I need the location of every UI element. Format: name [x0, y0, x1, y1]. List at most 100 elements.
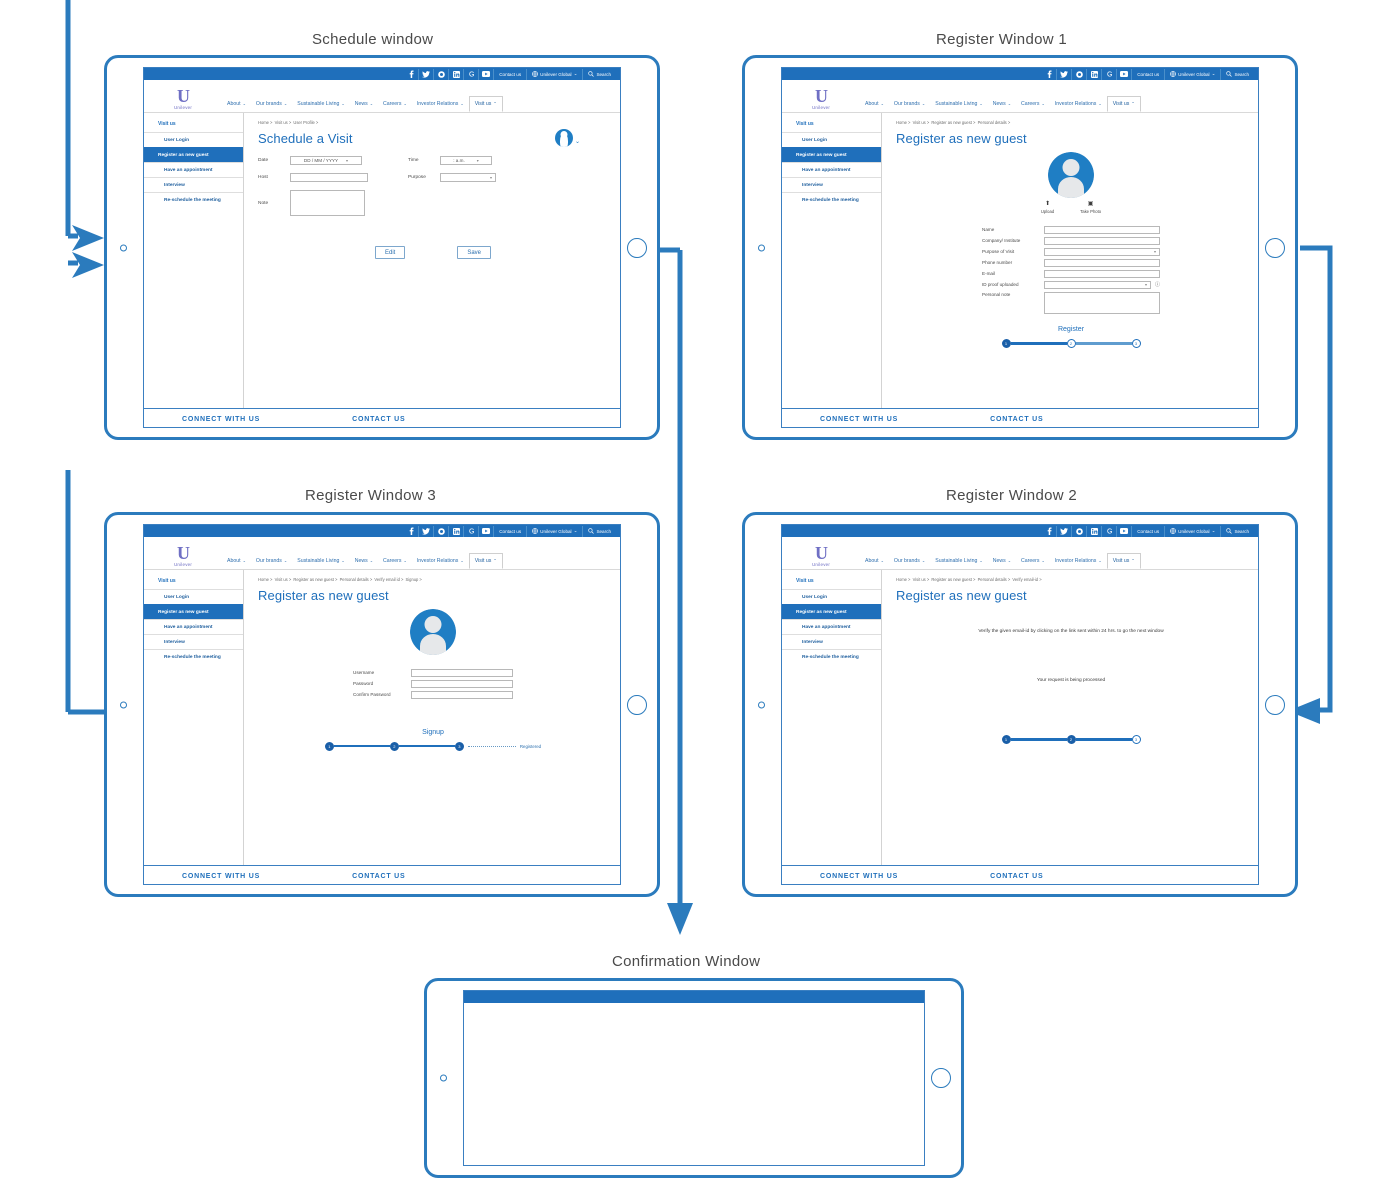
breadcrumb-verify-email-id[interactable]: Verify email-id >: [1012, 577, 1042, 582]
footer-connect-with-us[interactable]: CONNECT WITH US: [820, 872, 899, 880]
glassdoor-icon[interactable]: G: [464, 525, 480, 537]
nav-item-news[interactable]: News⌄: [988, 554, 1016, 568]
search-link[interactable]: Search: [1221, 526, 1254, 537]
nav-item-about[interactable]: About⌄: [222, 554, 251, 568]
step-3[interactable]: 3: [454, 741, 464, 751]
sidebar-item-have-an-appointment[interactable]: Have an appointment: [144, 162, 243, 177]
nav-item-visit-us[interactable]: Visit us⌃: [1106, 96, 1141, 112]
nav-item-investor-relations[interactable]: Investor Relations⌄: [1050, 97, 1107, 111]
breadcrumb-visit-us[interactable]: Visit us >: [274, 120, 292, 125]
nav-item-news[interactable]: News⌄: [350, 97, 378, 111]
nav-item-our-brands[interactable]: Our brands⌄: [889, 97, 930, 111]
region-selector[interactable]: Unilever Global ⌄: [527, 68, 584, 80]
breadcrumb-home[interactable]: Home >: [896, 120, 911, 125]
sidebar-item-have-an-appointment[interactable]: Have an appointment: [782, 162, 881, 177]
search-link[interactable]: Search: [583, 526, 616, 537]
region-selector[interactable]: Unilever Global ⌄: [527, 525, 584, 537]
save-button[interactable]: Save: [457, 246, 492, 259]
instagram-icon[interactable]: [434, 525, 450, 537]
contact-us-link[interactable]: Contact us: [494, 525, 528, 537]
password-input[interactable]: [411, 680, 513, 688]
instagram-icon[interactable]: [1072, 525, 1088, 537]
footer-contact-us[interactable]: CONTACT US: [352, 872, 406, 880]
nav-item-careers[interactable]: Careers⌄: [378, 97, 412, 111]
sidebar-item-re-schedule-the-meeting[interactable]: Re-schedule the meeting: [782, 192, 881, 207]
nav-item-investor-relations[interactable]: Investor Relations⌄: [1050, 554, 1107, 568]
camera-button[interactable]: [931, 1068, 951, 1088]
breadcrumb-user-profile[interactable]: User Profile >: [293, 120, 319, 125]
time-input[interactable]: : a.m. ▾: [440, 156, 492, 165]
breadcrumb-home[interactable]: Home >: [896, 577, 911, 582]
personal-note-textarea[interactable]: [1044, 292, 1160, 314]
twitter-icon[interactable]: [419, 525, 435, 537]
contact-us-link[interactable]: Contact us: [1132, 68, 1166, 80]
sidebar-item-user-login[interactable]: User Login: [782, 589, 881, 604]
linkedin-icon[interactable]: [1087, 68, 1103, 80]
sidebar-item-register-as-new-guest[interactable]: Register as new guest: [144, 604, 243, 619]
take-photo-button[interactable]: ▣ Take Photo: [1080, 201, 1101, 214]
nav-item-about[interactable]: About⌄: [860, 554, 889, 568]
youtube-icon[interactable]: [479, 68, 495, 80]
glassdoor-icon[interactable]: G: [1102, 525, 1118, 537]
camera-button[interactable]: [627, 694, 647, 715]
search-link[interactable]: Search: [583, 69, 616, 80]
breadcrumb-register-as-new-guest[interactable]: Register as new guest >: [293, 577, 338, 582]
sidebar-item-user-login[interactable]: User Login: [144, 132, 243, 147]
nav-item-sustainable-living[interactable]: Sustainable Living⌄: [292, 97, 349, 111]
facebook-icon[interactable]: [404, 68, 420, 80]
nav-item-careers[interactable]: Careers⌄: [378, 554, 412, 568]
sidebar-item-interview[interactable]: Interview: [782, 177, 881, 192]
unilever-logo[interactable]: U Unilever: [144, 544, 222, 569]
camera-button[interactable]: [1265, 694, 1285, 715]
home-button[interactable]: [120, 701, 127, 708]
name-input[interactable]: [1044, 226, 1160, 234]
sidebar-item-register-as-new-guest[interactable]: Register as new guest: [782, 147, 881, 162]
nav-item-visit-us[interactable]: Visit us⌃: [468, 96, 503, 112]
home-button[interactable]: [440, 1074, 447, 1082]
glassdoor-icon[interactable]: G: [464, 68, 480, 80]
footer-contact-us[interactable]: CONTACT US: [990, 872, 1044, 880]
breadcrumb-register-as-new-guest[interactable]: Register as new guest >: [931, 577, 976, 582]
nav-item-visit-us[interactable]: Visit us⌃: [1106, 553, 1141, 569]
home-button[interactable]: [120, 244, 127, 251]
breadcrumb-personal-details[interactable]: Personal details >: [977, 120, 1011, 125]
breadcrumb-register-as-new-guest[interactable]: Register as new guest >: [931, 120, 976, 125]
host-input[interactable]: [290, 173, 368, 182]
breadcrumb-visit-us[interactable]: Visit us >: [912, 120, 930, 125]
id-proof-select[interactable]: ▾: [1044, 281, 1151, 289]
nav-item-about[interactable]: About⌄: [222, 97, 251, 111]
breadcrumb-personal-details[interactable]: Personal details >: [339, 577, 373, 582]
note-textarea[interactable]: [290, 190, 365, 216]
breadcrumb-visit-us[interactable]: Visit us >: [912, 577, 930, 582]
purpose-of-visit-select[interactable]: ▾: [1044, 248, 1160, 256]
breadcrumb-personal-details[interactable]: Personal details >: [977, 577, 1011, 582]
step-2[interactable]: 2: [389, 741, 399, 751]
sidebar-item-interview[interactable]: Interview: [144, 634, 243, 649]
username-input[interactable]: [411, 669, 513, 677]
nav-item-investor-relations[interactable]: Investor Relations⌄: [412, 554, 469, 568]
facebook-icon[interactable]: [404, 525, 420, 537]
nav-item-visit-us[interactable]: Visit us⌃: [468, 553, 503, 569]
nav-item-sustainable-living[interactable]: Sustainable Living⌄: [930, 97, 987, 111]
sidebar-item-user-login[interactable]: User Login: [144, 589, 243, 604]
youtube-icon[interactable]: [1117, 525, 1133, 537]
nav-item-careers[interactable]: Careers⌄: [1016, 97, 1050, 111]
contact-us-link[interactable]: Contact us: [494, 68, 528, 80]
twitter-icon[interactable]: [1057, 68, 1073, 80]
unilever-logo[interactable]: U Unilever: [782, 87, 860, 112]
footer-connect-with-us[interactable]: CONNECT WITH US: [820, 415, 899, 423]
nav-item-our-brands[interactable]: Our brands⌄: [889, 554, 930, 568]
linkedin-icon[interactable]: [449, 525, 465, 537]
step-1[interactable]: 1: [1001, 339, 1011, 348]
unilever-logo[interactable]: U Unilever: [782, 544, 860, 569]
footer-contact-us[interactable]: CONTACT US: [352, 415, 406, 423]
home-button[interactable]: [758, 701, 765, 708]
sidebar-item-re-schedule-the-meeting[interactable]: Re-schedule the meeting: [144, 649, 243, 664]
breadcrumb-home[interactable]: Home >: [258, 120, 273, 125]
linkedin-icon[interactable]: [1087, 525, 1103, 537]
nav-item-about[interactable]: About⌄: [860, 97, 889, 111]
purpose-select[interactable]: ▾: [440, 173, 496, 182]
step-2[interactable]: 2: [1066, 735, 1076, 744]
sidebar-item-re-schedule-the-meeting[interactable]: Re-schedule the meeting: [782, 649, 881, 664]
step-2[interactable]: 2: [1066, 339, 1076, 348]
